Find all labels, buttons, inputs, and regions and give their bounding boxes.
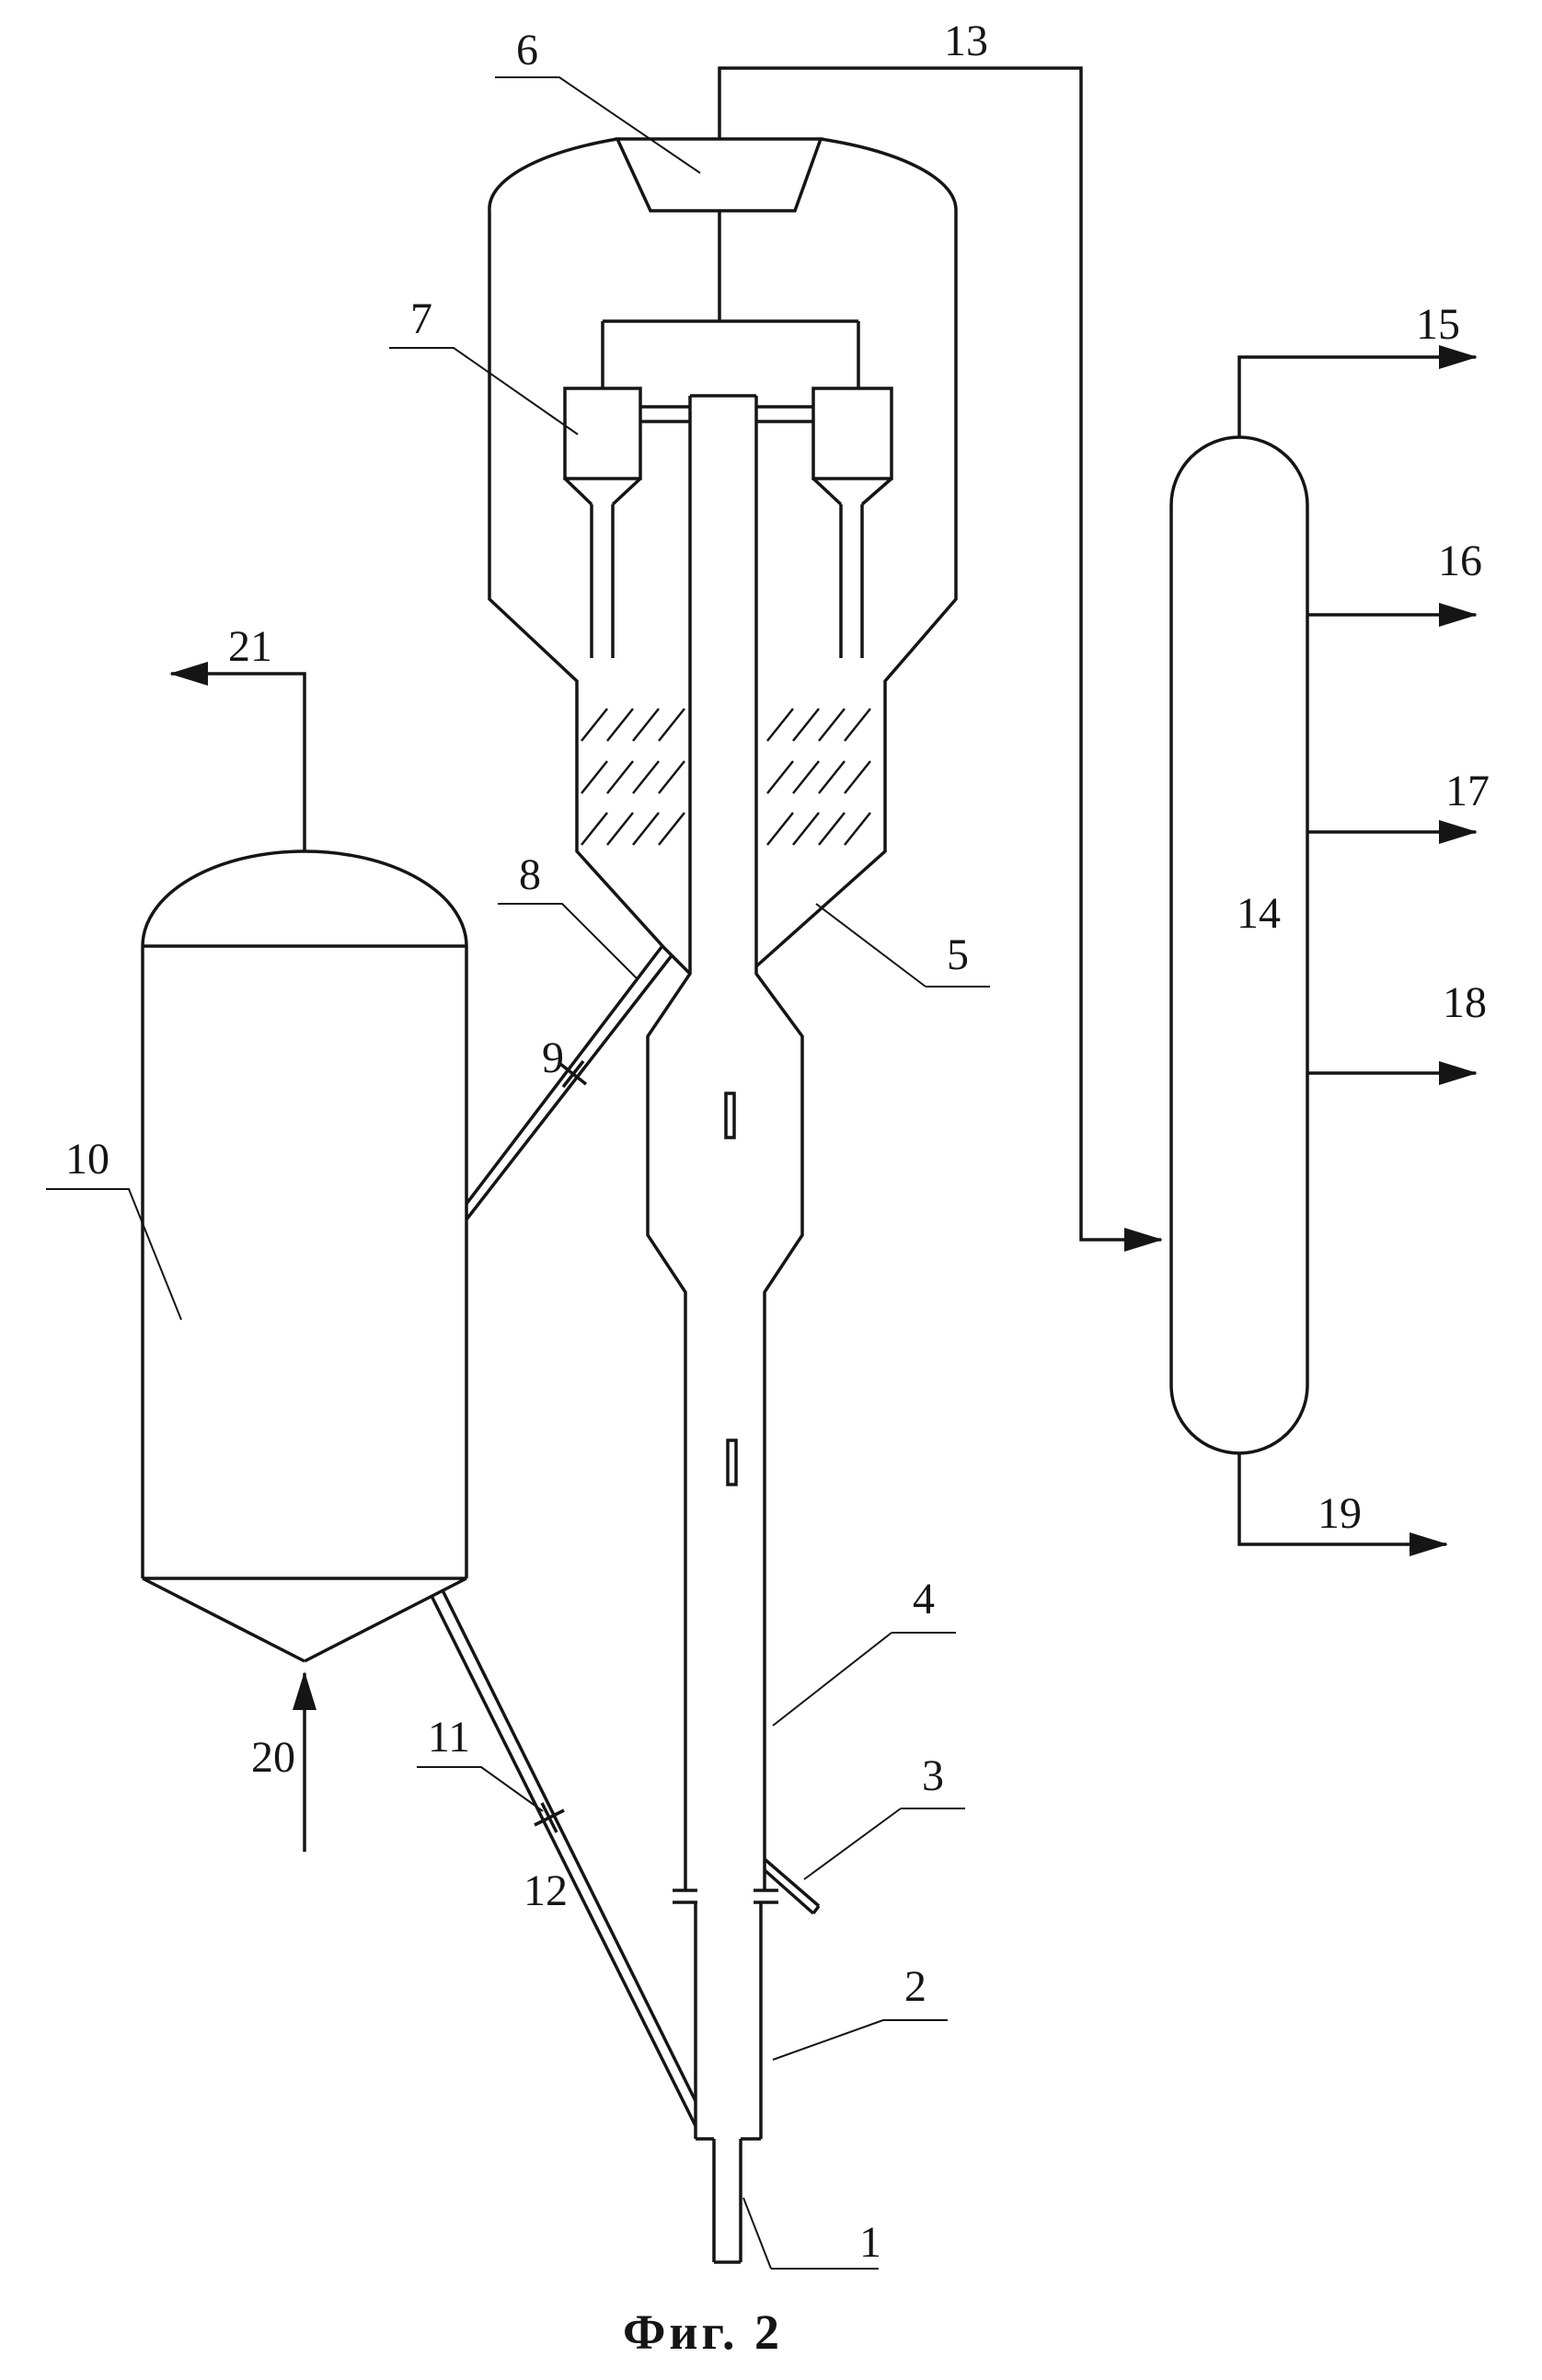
part-label-12: 12 bbox=[524, 1866, 568, 1915]
standpipe-11-lines bbox=[430, 1589, 697, 2127]
part-label-19: 19 bbox=[1318, 1489, 1362, 1538]
part-label-15: 15 bbox=[1416, 300, 1460, 349]
leader-5 bbox=[815, 903, 990, 988]
cyclone-left-cone bbox=[563, 477, 642, 506]
column-body bbox=[1169, 435, 1309, 1455]
stream-13-overhead-to-column bbox=[718, 66, 1163, 1252]
part-label-14: 14 bbox=[1237, 889, 1281, 938]
spent-catalyst-standpipe bbox=[430, 1589, 697, 2127]
baffle-hatching-left bbox=[581, 708, 685, 846]
riser-left-profile bbox=[646, 396, 692, 1890]
part-label-21: 21 bbox=[228, 622, 272, 671]
part-label-20: 20 bbox=[251, 1733, 295, 1782]
slide-valve-12 bbox=[534, 1802, 565, 1833]
cyclone-inlet-arms bbox=[640, 405, 813, 423]
cyclone-right-cone bbox=[811, 477, 893, 506]
reactor-dome-right-arc bbox=[820, 137, 958, 212]
leader-11 bbox=[417, 1766, 544, 1812]
part-label-10: 10 bbox=[65, 1135, 109, 1184]
part-label-13: 13 bbox=[944, 17, 988, 65]
part-label-9: 9 bbox=[542, 1034, 564, 1082]
figure-caption: Фиг. 2 bbox=[623, 2305, 783, 2360]
part-label-17: 17 bbox=[1445, 767, 1490, 815]
cyclones bbox=[563, 211, 893, 658]
riser-lower-tube bbox=[694, 1902, 763, 2139]
stripper-baffles bbox=[581, 708, 871, 846]
regenerator-dome bbox=[141, 849, 468, 947]
reactor-left-wall bbox=[488, 211, 692, 976]
part-label-2: 2 bbox=[904, 1962, 926, 2011]
leader-2 bbox=[772, 2019, 948, 2061]
part-label-5: 5 bbox=[947, 930, 969, 979]
bottom-inlet-pipe bbox=[712, 2139, 742, 2264]
regenerator-vessel bbox=[141, 849, 468, 1663]
part-label-1: 1 bbox=[859, 2218, 881, 2267]
cyclone-header bbox=[601, 319, 860, 388]
riser-nozzle-upper bbox=[724, 1092, 736, 1139]
leader-10 bbox=[46, 1188, 182, 1321]
cyclone-right-dipleg bbox=[839, 504, 864, 658]
part-label-3: 3 bbox=[922, 1751, 944, 1800]
leader-lines bbox=[46, 76, 990, 2270]
riser-flange-joint bbox=[673, 1889, 778, 1904]
standpipe-8-lines bbox=[465, 945, 674, 1221]
plenum-chamber bbox=[615, 137, 823, 213]
reactor-dome-left-arc bbox=[488, 137, 618, 212]
stream-21-flue-gas bbox=[169, 662, 306, 851]
part-label-6: 6 bbox=[516, 26, 538, 75]
part-label-4: 4 bbox=[913, 1575, 935, 1623]
regenerator-cone bbox=[142, 1577, 467, 1663]
leader-1 bbox=[742, 2197, 879, 2270]
part-label-11: 11 bbox=[428, 1713, 470, 1762]
cyclone-right-body bbox=[811, 387, 893, 480]
cyclone-left-dipleg bbox=[590, 504, 615, 658]
slide-valve-9 bbox=[558, 1059, 588, 1089]
regenerated-catalyst-standpipe bbox=[465, 945, 674, 1221]
reactor-vessel bbox=[488, 137, 958, 976]
part-label-18: 18 bbox=[1443, 978, 1487, 1027]
leader-8 bbox=[498, 903, 639, 980]
part-labels: 1 2 3 4 5 6 7 8 9 10 11 12 13 14 15 16 1… bbox=[65, 17, 1490, 2267]
stream-lines bbox=[169, 66, 1478, 1852]
part-label-16: 16 bbox=[1438, 537, 1482, 585]
riser-assembly bbox=[646, 394, 821, 2264]
part-label-7: 7 bbox=[410, 295, 432, 343]
reactor-right-wall bbox=[754, 211, 958, 968]
regenerator-walls bbox=[141, 946, 468, 1578]
leader-4 bbox=[772, 1632, 956, 1727]
stream-19-column-bottoms bbox=[1237, 1453, 1448, 1556]
side-nozzle-3 bbox=[763, 1857, 821, 1915]
leader-3 bbox=[803, 1808, 965, 1880]
part-label-8: 8 bbox=[519, 850, 541, 899]
baffle-hatching-right bbox=[766, 708, 871, 846]
leader-7 bbox=[389, 347, 579, 435]
stream-15-column-top bbox=[1237, 345, 1478, 437]
riser-right-profile bbox=[754, 396, 804, 1890]
leader-6 bbox=[495, 76, 701, 174]
fractionator-column bbox=[1169, 435, 1309, 1455]
riser-nozzle-lower bbox=[726, 1438, 738, 1486]
